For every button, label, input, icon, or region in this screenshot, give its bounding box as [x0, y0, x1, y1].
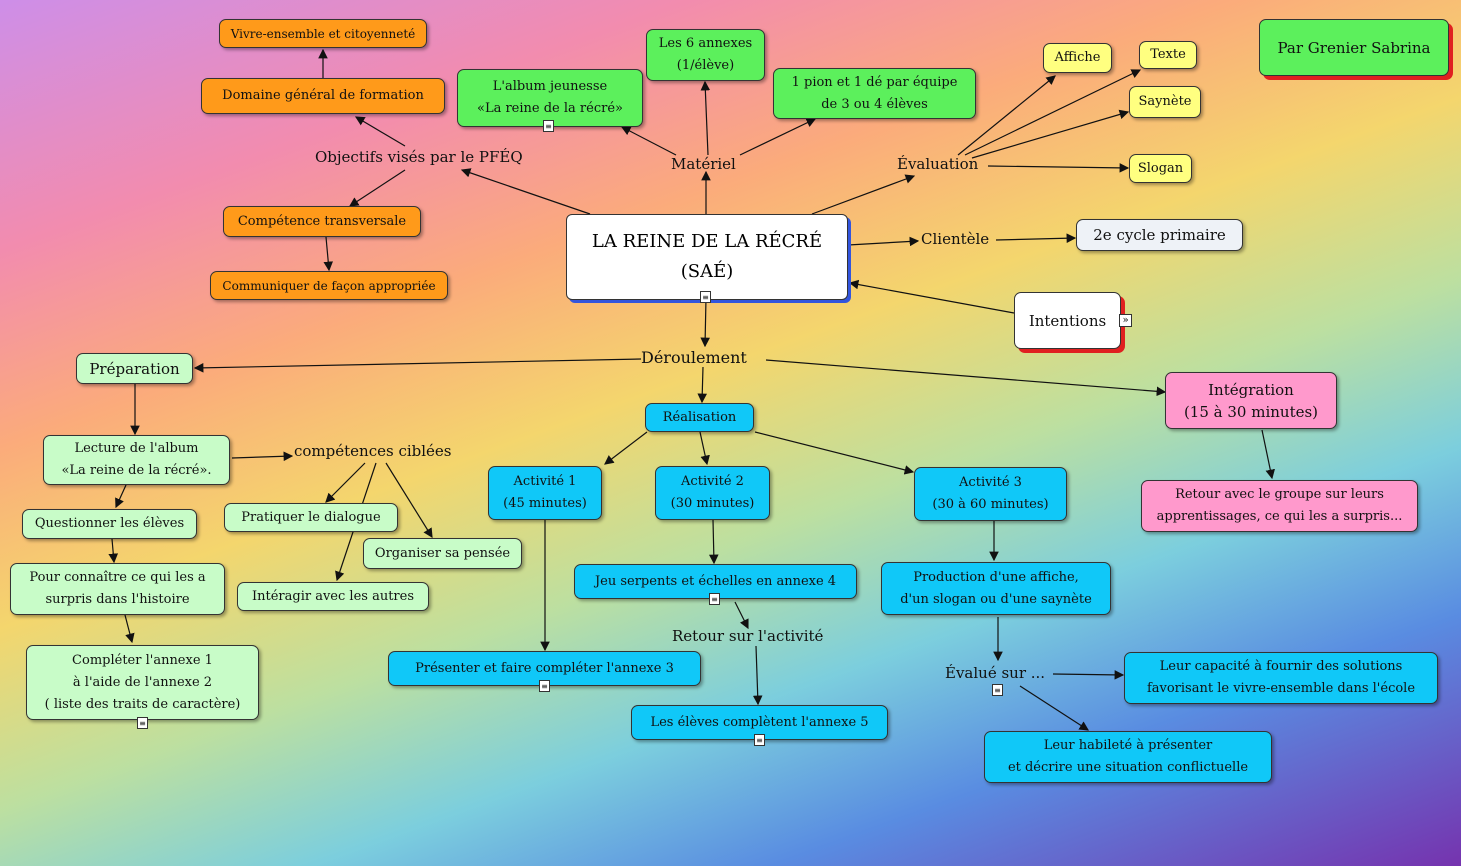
note-icon[interactable]: ≡: [992, 684, 1003, 696]
node-activite3[interactable]: Activité 3 (30 à 60 minutes): [914, 467, 1067, 521]
node-eleves-annexe5-label: Les élèves complètent l'annexe 5: [650, 714, 869, 730]
node-integration[interactable]: Intégration (15 à 30 minutes): [1165, 372, 1337, 429]
node-jeu[interactable]: Jeu serpents et échelles en annexe 4: [574, 564, 857, 599]
node-organiser[interactable]: Organiser sa pensée: [363, 538, 522, 569]
node-activite1-label: Activité 1 (45 minutes): [503, 474, 587, 511]
node-vivre-ensemble-label: Vivre-ensemble et citoyenneté: [230, 26, 416, 41]
node-presenter-annexe3-label: Présenter et faire compléter l'annexe 3: [415, 660, 674, 676]
node-interagir-label: Intéragir avec les autres: [252, 588, 414, 604]
central-topic-label: LA REINE DE LA RÉCRÉ (SAÉ): [591, 231, 823, 282]
note-icon[interactable]: ≡: [543, 120, 554, 132]
node-pour-connaitre[interactable]: Pour connaître ce qui les a surpris dans…: [10, 563, 225, 615]
node-interagir[interactable]: Intéragir avec les autres: [237, 582, 429, 611]
node-affiche[interactable]: Affiche: [1043, 43, 1112, 73]
branch-deroulement[interactable]: Déroulement: [641, 348, 747, 367]
node-retour-groupe-label: Retour avec le groupe sur leurs apprenti…: [1156, 487, 1403, 524]
node-domaine-general-label: Domaine général de formation: [222, 88, 424, 103]
note-icon[interactable]: ≡: [137, 717, 148, 729]
branch-objectifs[interactable]: Objectifs visés par le PFÉQ: [315, 148, 523, 166]
node-completer-annexe1[interactable]: Compléter l'annexe 1 à l'aide de l'annex…: [26, 645, 259, 720]
node-activite2[interactable]: Activité 2 (30 minutes): [655, 466, 770, 520]
node-saynete-label: Saynète: [1138, 94, 1192, 109]
node-questionner-label: Questionner les élèves: [34, 516, 185, 531]
node-intentions[interactable]: Intentions: [1014, 292, 1121, 349]
node-preparation-label: Préparation: [89, 359, 180, 378]
note-icon[interactable]: ≡: [700, 291, 711, 303]
node-production[interactable]: Production d'une affiche, d'un slogan ou…: [881, 562, 1111, 615]
node-texte-label: Texte: [1150, 47, 1186, 62]
node-integration-label: Intégration (15 à 30 minutes): [1183, 380, 1319, 421]
branch-retour-activite[interactable]: Retour sur l'activité: [672, 627, 824, 645]
node-activite1[interactable]: Activité 1 (45 minutes): [488, 466, 602, 520]
node-habilete[interactable]: Leur habileté à présenter et décrire une…: [984, 731, 1272, 783]
node-texte[interactable]: Texte: [1139, 41, 1197, 69]
node-slogan[interactable]: Slogan: [1129, 154, 1192, 183]
node-communiquer-label: Communiquer de façon appropriée: [222, 278, 436, 293]
author-label: Par Grenier Sabrina: [1277, 38, 1431, 57]
node-completer-annexe1-label: Compléter l'annexe 1 à l'aide de l'annex…: [44, 652, 241, 712]
central-topic[interactable]: LA REINE DE LA RÉCRÉ (SAÉ): [566, 214, 848, 300]
node-vivre-ensemble[interactable]: Vivre-ensemble et citoyenneté: [219, 19, 427, 48]
node-competence-transversale-label: Compétence transversale: [237, 213, 407, 229]
expand-icon[interactable]: »: [1119, 314, 1132, 327]
node-lecture[interactable]: Lecture de l'album «La reine de la récré…: [43, 435, 230, 485]
branch-materiel[interactable]: Matériel: [671, 155, 736, 173]
node-pour-connaitre-label: Pour connaître ce qui les a surpris dans…: [29, 570, 206, 607]
branch-clientele[interactable]: Clientèle: [921, 230, 990, 248]
node-pratiquer-label: Pratiquer le dialogue: [241, 509, 381, 525]
node-pion-label: 1 pion et 1 dé par équipe de 3 ou 4 élèv…: [791, 74, 958, 112]
node-album-label: L'album jeunesse «La reine de la récré»: [477, 79, 623, 116]
node-lecture-label: Lecture de l'album «La reine de la récré…: [61, 441, 212, 478]
node-preparation[interactable]: Préparation: [76, 353, 193, 384]
note-icon[interactable]: ≡: [754, 734, 765, 746]
node-habilete-label: Leur habileté à présenter et décrire une…: [1007, 738, 1249, 775]
node-annexes[interactable]: Les 6 annexes (1/élève): [646, 29, 765, 81]
node-affiche-label: Affiche: [1054, 50, 1101, 65]
node-capacite[interactable]: Leur capacité à fournir des solutions fa…: [1124, 652, 1438, 704]
node-annexes-label: Les 6 annexes (1/élève): [658, 36, 753, 73]
branch-evalue-sur[interactable]: Évalué sur ...: [945, 664, 1046, 682]
note-icon[interactable]: ≡: [539, 680, 550, 692]
node-domaine-general[interactable]: Domaine général de formation: [201, 78, 445, 114]
author-box: Par Grenier Sabrina: [1259, 19, 1449, 76]
node-production-label: Production d'une affiche, d'un slogan ou…: [900, 569, 1092, 607]
node-cycle[interactable]: 2e cycle primaire: [1076, 219, 1243, 251]
node-competence-transversale[interactable]: Compétence transversale: [223, 206, 421, 237]
node-slogan-label: Slogan: [1137, 160, 1184, 176]
note-icon[interactable]: ≡: [709, 593, 720, 605]
node-jeu-label: Jeu serpents et échelles en annexe 4: [594, 573, 837, 589]
node-capacite-label: Leur capacité à fournir des solutions fa…: [1146, 659, 1416, 696]
branch-competences-ciblees[interactable]: compétences ciblées: [294, 442, 452, 460]
node-questionner[interactable]: Questionner les élèves: [22, 509, 197, 539]
node-organiser-label: Organiser sa pensée: [374, 545, 511, 561]
node-activite2-label: Activité 2 (30 minutes): [670, 474, 755, 511]
node-album[interactable]: L'album jeunesse «La reine de la récré»: [457, 69, 643, 127]
node-pratiquer[interactable]: Pratiquer le dialogue: [224, 503, 398, 532]
node-cycle-label: 2e cycle primaire: [1093, 226, 1226, 244]
node-pion[interactable]: 1 pion et 1 dé par équipe de 3 ou 4 élèv…: [773, 68, 976, 119]
branch-evaluation[interactable]: Évaluation: [897, 155, 979, 173]
node-saynete[interactable]: Saynète: [1129, 86, 1201, 118]
node-communiquer[interactable]: Communiquer de façon appropriée: [210, 271, 448, 300]
node-realisation-label: Réalisation: [662, 409, 737, 425]
node-intentions-label: Intentions: [1028, 311, 1107, 330]
node-activite3-label: Activité 3 (30 à 60 minutes): [932, 475, 1049, 512]
node-retour-groupe[interactable]: Retour avec le groupe sur leurs apprenti…: [1141, 480, 1418, 532]
node-realisation[interactable]: Réalisation: [645, 403, 754, 432]
